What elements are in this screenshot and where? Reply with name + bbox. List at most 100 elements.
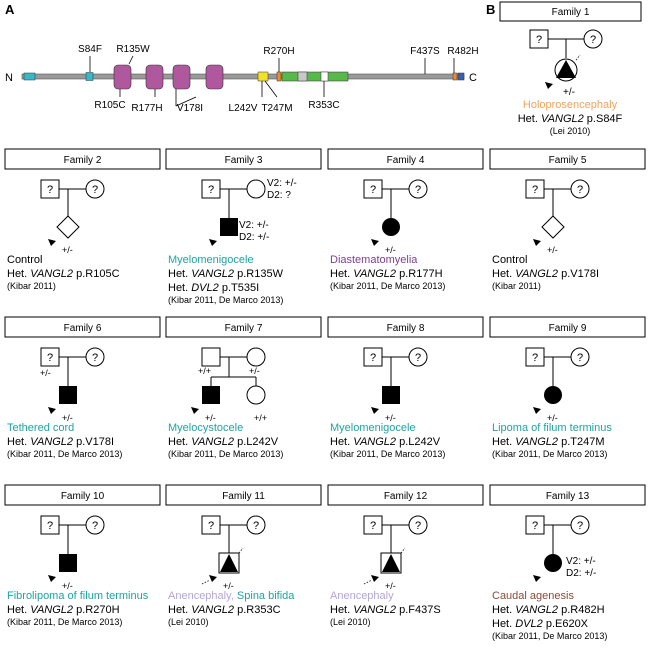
tm-domain-3	[172, 64, 191, 90]
tm-domain-1	[113, 64, 132, 90]
orange-domain	[276, 71, 282, 82]
citation: (Kibar 2011, De Marco 2013)	[330, 449, 445, 459]
citation: (Kibar 2011, De Marco 2013)	[7, 449, 122, 459]
father-genotype-unknown: ?	[532, 520, 538, 532]
family-header	[165, 148, 322, 170]
family-title: Family 9	[549, 323, 587, 334]
mutation-s84f: S84F	[78, 44, 102, 55]
father-genotype-unknown: ?	[208, 520, 214, 532]
mutation-r270h: R270H	[263, 46, 294, 57]
proband-arrow	[48, 407, 56, 414]
phenotype: Myelomenigocele	[330, 422, 416, 434]
mother-genotype: +/-	[249, 366, 260, 376]
child-symbol	[56, 215, 80, 239]
c-terminal-cap	[457, 72, 465, 81]
variant-label: Het. VANGL2 p.R270H	[7, 604, 120, 616]
family-header	[327, 148, 484, 170]
family-header	[4, 148, 161, 170]
child-symbol	[59, 554, 77, 572]
family-1-header	[499, 1, 642, 22]
proband-arrow	[371, 575, 379, 582]
child-symbol	[544, 386, 562, 404]
father-genotype: +/-	[40, 368, 51, 378]
mother-symbol	[246, 347, 266, 367]
mother-genotype-unknown: ?	[92, 352, 98, 364]
phenotype: Control	[492, 254, 527, 266]
family-header	[4, 484, 161, 506]
mutation-t247m: T247M	[261, 103, 292, 114]
white-motif	[320, 71, 329, 82]
phenotype: Fibrolipoma of filum terminus	[7, 590, 149, 602]
proband-arrow	[48, 575, 56, 582]
termination-mark	[400, 547, 406, 554]
variant-label: Het. DVL2 p.T535I	[168, 282, 259, 294]
variant-label: Het. VANGL2 p.V178I	[492, 268, 599, 280]
family-header	[489, 148, 646, 170]
family-header	[165, 484, 322, 506]
proband-arrow	[48, 239, 56, 246]
father-symbol	[201, 347, 221, 367]
yellow-domain	[257, 71, 269, 82]
father-genotype-unknown: ?	[532, 352, 538, 364]
proband-genotype: +/-	[563, 87, 575, 98]
phenotype: Myelocystocele	[168, 422, 243, 434]
phenotype: Caudal agenesis	[492, 590, 574, 602]
n-terminus-label: N	[5, 72, 13, 84]
panel-label-a: A	[5, 2, 15, 17]
family-9-panel: Family 9??+/-Lipoma of filum terminusHet…	[489, 316, 646, 459]
variant-label: Het. VANGL2 p.R353C	[168, 604, 281, 616]
variant-label: Het. VANGL2 p.R482H	[492, 604, 605, 616]
child-dvl2-genotype: D2: +/-	[239, 232, 269, 243]
variant-label: Het. VANGL2 p.R135W	[168, 268, 284, 280]
mother-symbol	[246, 179, 266, 199]
variant-label: Het. VANGL2 p.F437S	[330, 604, 441, 616]
child-dvl2-genotype: D2: +/-	[566, 568, 596, 579]
mutation-r482h: R482H	[447, 46, 478, 57]
family-title: Family 7	[225, 323, 263, 334]
mother-dvl2-genotype: D2: ?	[267, 190, 291, 201]
father-genotype-unknown: ?	[208, 184, 214, 196]
protein-schematic: N C S84F R135W	[5, 44, 479, 114]
proband-arrow	[209, 239, 217, 246]
child-genotype: +/-	[547, 413, 558, 423]
child-genotype: +/-	[62, 245, 73, 255]
mother-vangl2-genotype: V2: +/-	[267, 178, 297, 189]
child-symbol	[220, 218, 238, 236]
mother-genotype-unknown: ?	[577, 352, 583, 364]
mother-genotype-unknown: ?	[92, 520, 98, 532]
father-genotype-unknown: ?	[47, 352, 53, 364]
tm-domain-4	[205, 64, 224, 90]
proband-arrow	[533, 407, 541, 414]
family-header	[489, 316, 646, 338]
family-title: Family 8	[387, 323, 425, 334]
citation: (Kibar 2011)	[492, 281, 541, 291]
proband-arrow	[533, 575, 541, 582]
mother-genotype-unknown: ?	[577, 184, 583, 196]
sibling-symbol	[246, 385, 266, 405]
arrow-tail	[363, 579, 373, 585]
father-genotype-unknown: ?	[370, 352, 376, 364]
mutation-v178i: V178I	[177, 103, 203, 114]
citation: (Lei 2010)	[168, 617, 209, 627]
family-10-panel: Family 10??+/-Fibrolipoma of filum termi…	[4, 484, 161, 627]
proband-arrow	[371, 407, 379, 414]
mutation-r135w: R135W	[116, 44, 150, 55]
citation: (Kibar 2011, De Marco 2013)	[330, 281, 445, 291]
family-title: Family 13	[546, 491, 590, 502]
family-title: Family 4	[387, 155, 425, 166]
child-symbol	[544, 554, 562, 572]
variant-label: Het. VANGL2 p.R177H	[330, 268, 443, 280]
family-header	[165, 316, 322, 338]
phenotype: Anencephaly	[330, 590, 394, 602]
family-header	[489, 484, 646, 506]
child-genotype: +/-	[385, 581, 396, 591]
family-3-panel: Family 3?V2: +/-D2: ?V2: +/-D2: +/-Myelo…	[165, 148, 322, 305]
mutation-r353c: R353C	[308, 100, 339, 111]
father-genotype-unknown: ?	[47, 520, 53, 532]
child-symbol	[382, 386, 400, 404]
variant-label: Het. VANGL2 p.L242V	[168, 436, 279, 448]
child-genotype: +/-	[223, 581, 234, 591]
